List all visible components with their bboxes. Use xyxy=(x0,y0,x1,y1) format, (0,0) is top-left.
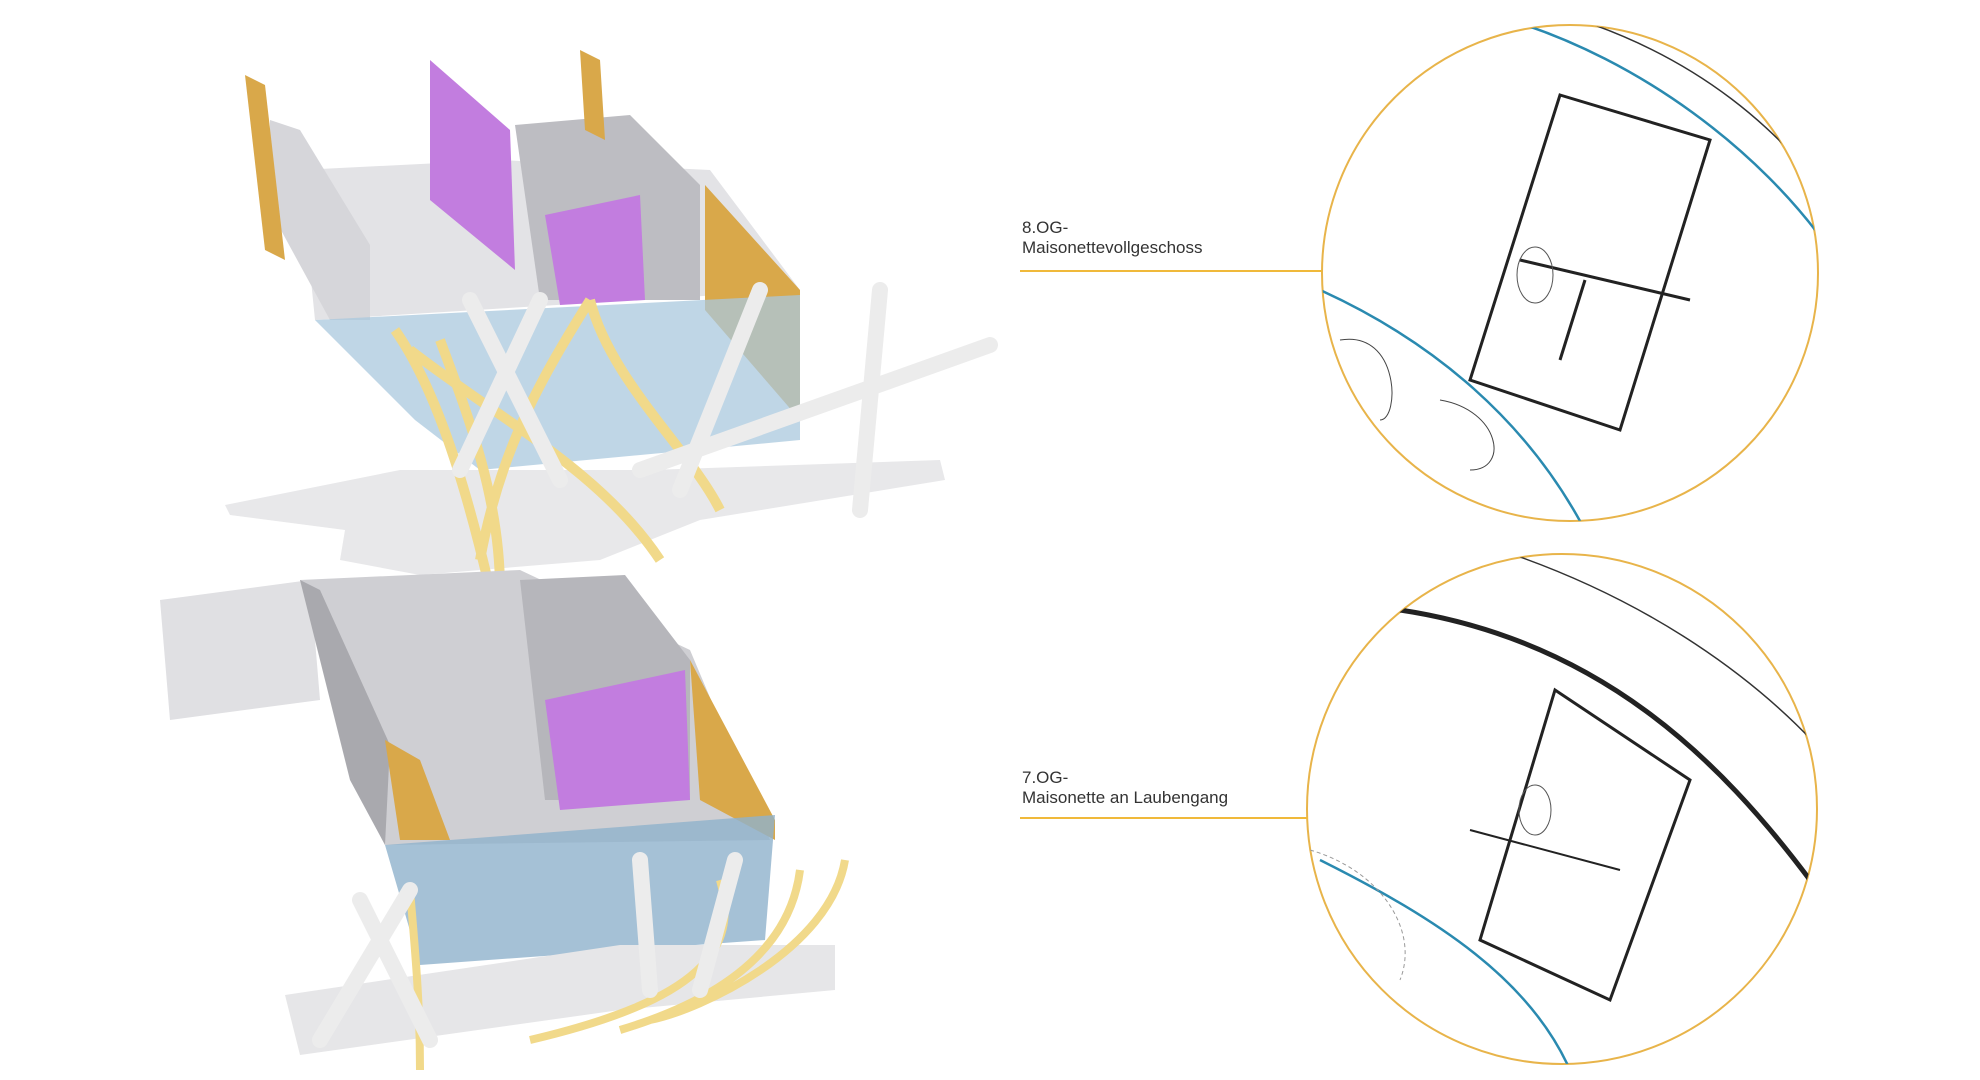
upper-gold-wall-left xyxy=(245,75,285,260)
label-8og: 8.OG- Maisonettevollgeschoss xyxy=(1022,218,1202,258)
upper-ground-slab xyxy=(225,460,945,575)
lower-gold-wall-right xyxy=(690,660,775,840)
lower-glass-facade xyxy=(385,815,775,965)
label-7og: 7.OG- Maisonette an Laubengang xyxy=(1022,768,1228,808)
upper-module xyxy=(225,50,998,592)
upper-gold-wall-top xyxy=(580,50,605,140)
plan-circle-7og xyxy=(1306,553,1818,1065)
lower-left-wall xyxy=(300,580,390,845)
upper-purple-wall-back xyxy=(430,60,515,270)
lower-yellow-tubes xyxy=(406,859,849,1071)
lower-module xyxy=(160,570,849,1071)
upper-glass-facade xyxy=(315,295,800,470)
upper-purple-wall-front xyxy=(545,195,645,305)
plan-circle-8og xyxy=(1321,24,1819,522)
label-8og-level: 8.OG- xyxy=(1022,218,1069,237)
label-7og-level: 7.OG- xyxy=(1022,768,1069,787)
lower-purple-wall xyxy=(545,670,690,810)
lower-gold-wall-left xyxy=(385,740,450,840)
lower-white-tubes xyxy=(312,852,743,1048)
upper-left-wall xyxy=(270,120,370,320)
lower-side-wall xyxy=(160,580,320,720)
label-7og-name: Maisonette an Laubengang xyxy=(1022,788,1229,807)
label-8og-name: Maisonettevollgeschoss xyxy=(1022,238,1203,257)
upper-white-tubes xyxy=(452,282,998,518)
